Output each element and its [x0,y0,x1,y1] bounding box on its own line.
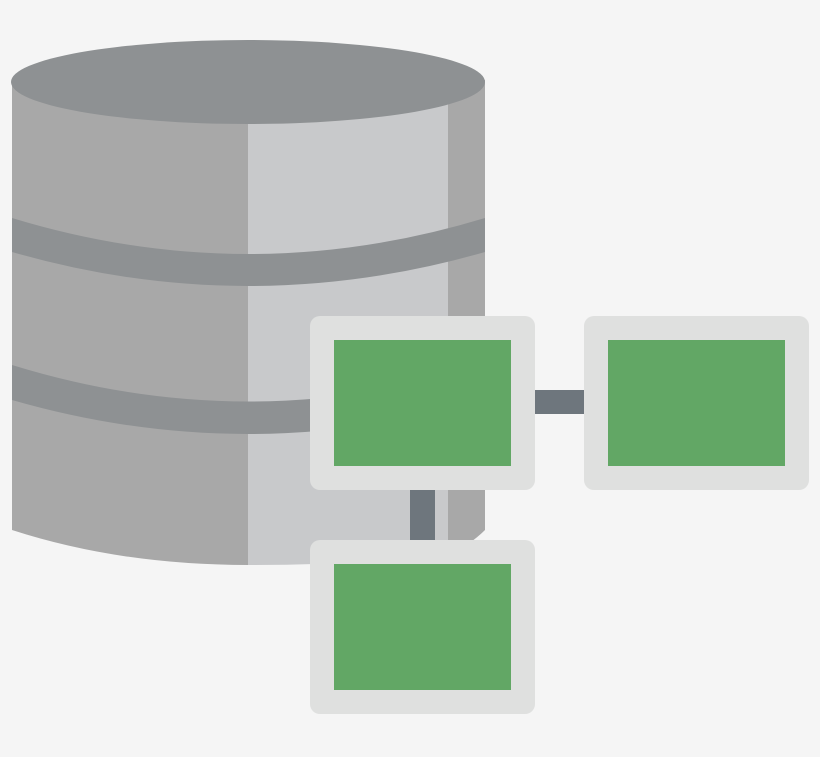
database-body-left [12,80,248,565]
network-node-top-left-icon [310,316,535,490]
node-screen [608,340,785,466]
database-band-upper [12,218,485,286]
node-screen [334,340,511,466]
database-top [11,40,485,124]
connector-horizontal [528,390,590,414]
network-node-bottom-icon [310,540,535,714]
node-screen [334,564,511,690]
network-node-right-icon [584,316,809,490]
connector-vertical [410,484,435,546]
